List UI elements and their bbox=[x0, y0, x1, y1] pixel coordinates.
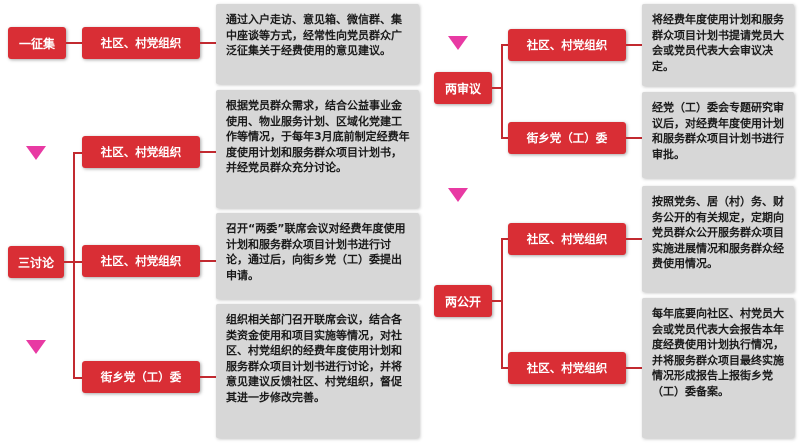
connector bbox=[501, 137, 509, 139]
connector bbox=[492, 300, 502, 302]
org-community-4: 社区、村党组织 bbox=[508, 29, 626, 61]
stage-review: 两审议 bbox=[434, 72, 492, 104]
connector bbox=[64, 261, 74, 263]
org-community-2: 社区、村党组织 bbox=[82, 136, 200, 168]
connector bbox=[626, 367, 642, 369]
org-community-5: 社区、村党组织 bbox=[508, 223, 626, 255]
org-community-6: 社区、村党组织 bbox=[508, 352, 626, 384]
connector bbox=[73, 261, 83, 263]
org-community-1: 社区、村党组织 bbox=[82, 27, 200, 59]
org-community-3: 社区、村党组织 bbox=[82, 245, 200, 277]
connector bbox=[73, 377, 83, 379]
connector bbox=[200, 376, 216, 378]
connector bbox=[492, 87, 502, 89]
desc-discuss-1: 根据党员群众需求，结合公益事业金使用、物业服务计划、区域化党建工作等情况，于每年… bbox=[216, 90, 419, 208]
connector bbox=[200, 151, 216, 153]
stage-collect: 一征集 bbox=[8, 27, 66, 59]
stage-publish: 两公开 bbox=[434, 285, 492, 317]
down-arrow-icon bbox=[448, 36, 468, 50]
connector bbox=[626, 238, 642, 240]
connector bbox=[200, 260, 216, 262]
connector bbox=[626, 137, 642, 139]
stage-discuss: 三讨论 bbox=[8, 246, 64, 278]
connector bbox=[501, 238, 509, 240]
connector bbox=[501, 44, 509, 46]
bracket-vertical bbox=[73, 152, 75, 378]
down-arrow-icon bbox=[26, 340, 46, 354]
connector bbox=[66, 42, 82, 44]
connector bbox=[501, 367, 509, 369]
down-arrow-icon bbox=[26, 146, 46, 160]
connector bbox=[626, 44, 642, 46]
desc-collect: 通过入户走访、意见箱、微信群、集中座谈等方式，经常性向党员群众广泛征集关于经费使… bbox=[216, 4, 419, 84]
desc-publish-2: 每年底要向社区、村党员大会或党员代表大会报告本年度经费使用计划执行情况，并将服务… bbox=[642, 298, 794, 438]
bracket-vertical bbox=[501, 238, 503, 369]
connector bbox=[200, 42, 216, 44]
desc-discuss-3: 组织相关部门召开联席会议，结合各类资金使用和项目实施等情况，对社区、村党组织的经… bbox=[216, 304, 419, 438]
desc-discuss-2: 召开“两委”联席会议对经费年度使用计划和服务群众项目计划书进行讨论，通过后，向街… bbox=[216, 213, 419, 299]
down-arrow-icon bbox=[448, 188, 468, 202]
connector bbox=[73, 152, 83, 154]
desc-review-1: 将经费年度使用计划和服务群众项目计划书提请党员大会或党员代表大会审议决定。 bbox=[642, 4, 794, 86]
org-street-1: 街乡党（工）委 bbox=[82, 361, 200, 393]
desc-review-2: 经党（工）委会专题研究审议后，对经费年度使用计划和服务群众项目计划书进行审批。 bbox=[642, 92, 794, 178]
org-street-2: 街乡党（工）委 bbox=[508, 122, 626, 154]
desc-publish-1: 按照党务、居（村）务、财务公开的有关规定，定期向党员群众公开服务群众项目实施进展… bbox=[642, 186, 794, 292]
bracket-vertical bbox=[501, 44, 503, 138]
